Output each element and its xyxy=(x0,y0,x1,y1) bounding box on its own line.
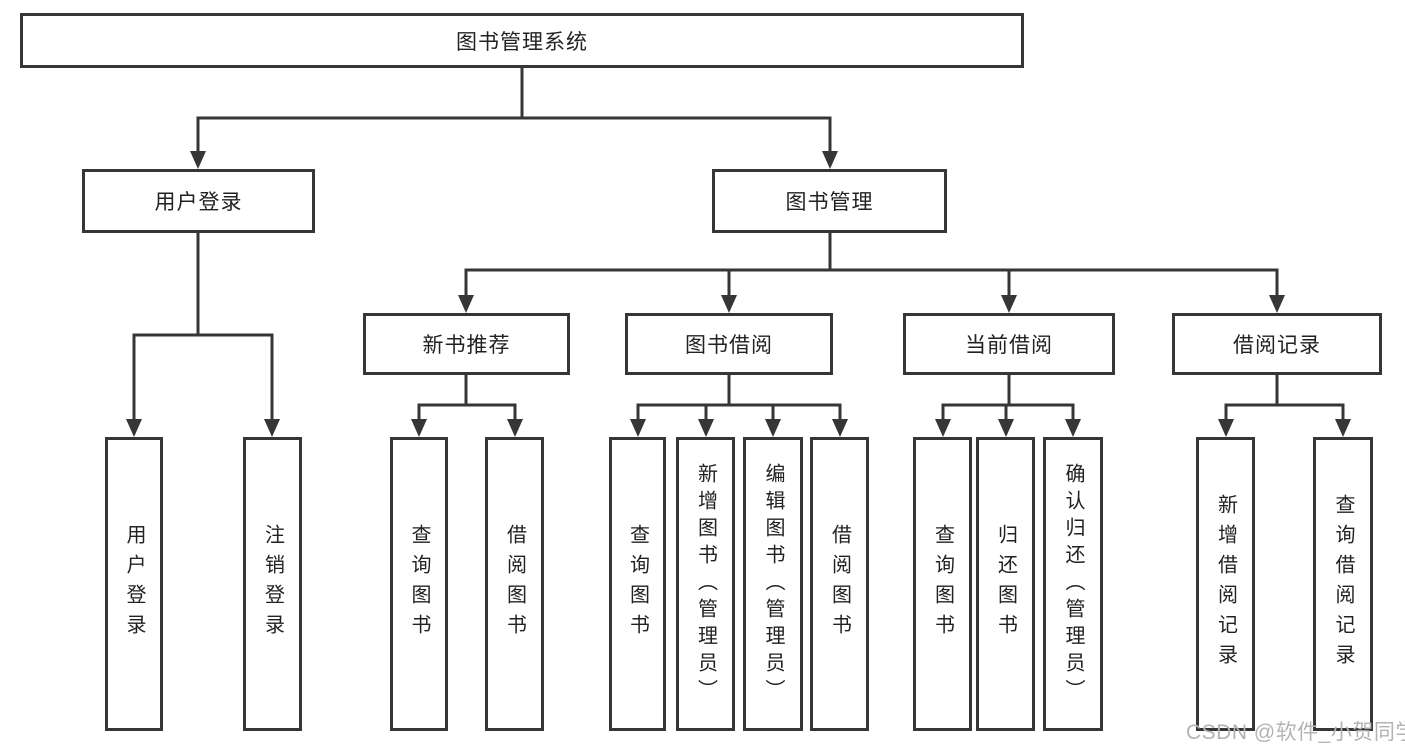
arrowheads-root-to-level2 xyxy=(190,151,838,169)
connector-root-to-level2 xyxy=(196,68,832,153)
node-leaf-current-query-books: 查询图书 xyxy=(913,437,972,731)
arrowheads-current-borrowing-to-leaves xyxy=(935,419,1081,437)
node-leaf-borrowing-borrow-books: 借阅图书 xyxy=(810,437,869,731)
node-leaf-records-add-record: 新增借阅记录 xyxy=(1196,437,1255,731)
node-leaf-login: 用户登录 xyxy=(105,437,163,731)
node-book-management: 图书管理 xyxy=(712,169,947,233)
node-leaf-current-return-books: 归还图书 xyxy=(976,437,1035,731)
node-leaf-borrowing-edit-books: 编辑图书（管理员） xyxy=(743,437,803,731)
watermark: CSDN @软件_小贺同学 xyxy=(1186,721,1405,744)
node-new-book-recommend: 新书推荐 xyxy=(363,313,570,375)
leaf-label: 注销登录 xyxy=(261,524,284,644)
connector-borrowing-records-to-leaves xyxy=(1224,375,1345,421)
leaf-label: 查询图书 xyxy=(408,524,430,644)
leaf-label: 新增图书（管理员） xyxy=(694,462,717,706)
arrowheads-new-book-recommend-to-leaves xyxy=(411,419,523,437)
node-book-borrowing: 图书借阅 xyxy=(625,313,833,375)
leaf-label: 归还图书 xyxy=(994,524,1017,644)
arrowheads-book-management-to-level3 xyxy=(458,295,1285,313)
leaf-label: 新增借阅记录 xyxy=(1214,494,1237,674)
leaf-label: 确认归还（管理员） xyxy=(1062,462,1084,706)
node-leaf-recommend-borrow-books: 借阅图书 xyxy=(485,437,544,731)
node-leaf-borrowing-add-books: 新增图书（管理员） xyxy=(676,437,735,731)
node-leaf-current-confirm-return: 确认归还（管理员） xyxy=(1043,437,1103,731)
arrowheads-user-login-to-leaves xyxy=(126,419,280,437)
node-current-borrowing: 当前借阅 xyxy=(903,313,1115,375)
leaf-label: 借阅图书 xyxy=(828,524,851,644)
connector-book-borrowing-to-leaves xyxy=(636,375,842,421)
connector-user-login-to-leaves xyxy=(132,233,274,421)
arrowheads-book-borrowing-to-leaves xyxy=(630,419,848,437)
node-leaf-records-query-record: 查询借阅记录 xyxy=(1313,437,1373,731)
node-leaf-borrowing-query-books: 查询图书 xyxy=(609,437,666,731)
node-user-login: 用户登录 xyxy=(82,169,315,233)
leaf-label: 编辑图书（管理员） xyxy=(762,462,784,706)
node-borrowing-records: 借阅记录 xyxy=(1172,313,1382,375)
connector-new-book-recommend-to-leaves xyxy=(417,375,517,421)
node-leaf-recommend-query-books: 查询图书 xyxy=(390,437,448,731)
node-leaf-logout: 注销登录 xyxy=(243,437,302,731)
leaf-label: 查询借阅记录 xyxy=(1332,494,1354,674)
arrowheads-borrowing-records-to-leaves xyxy=(1218,419,1351,437)
leaf-label: 查询图书 xyxy=(931,524,954,644)
node-root: 图书管理系统 xyxy=(20,13,1024,68)
connector-current-borrowing-to-leaves xyxy=(941,375,1075,421)
leaf-label: 查询图书 xyxy=(626,524,649,644)
leaf-label: 用户登录 xyxy=(123,524,145,644)
connector-book-management-to-level3 xyxy=(464,233,1279,297)
leaf-label: 借阅图书 xyxy=(503,524,526,644)
